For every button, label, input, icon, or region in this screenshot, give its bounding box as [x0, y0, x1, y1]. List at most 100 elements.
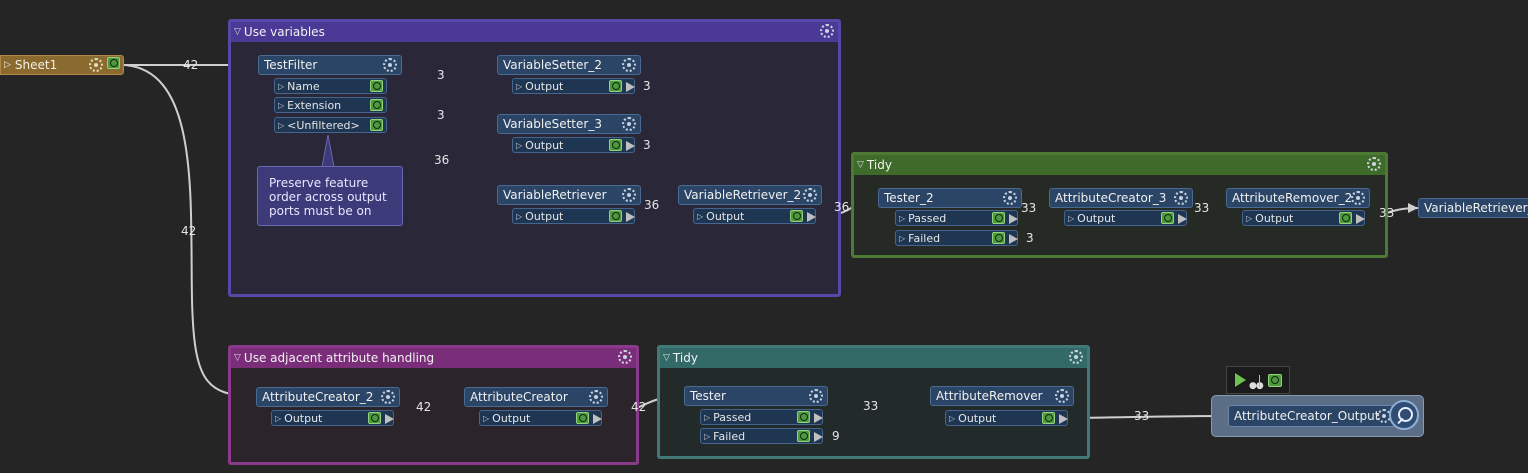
transformer-tester-2[interactable]: Tester_2: [878, 188, 1022, 208]
gear-icon[interactable]: [803, 188, 817, 202]
gear-icon[interactable]: [820, 24, 834, 38]
inspect-icon[interactable]: [1042, 412, 1055, 424]
bookmark-header[interactable]: ▽ Tidy: [854, 155, 1385, 175]
inspect-icon[interactable]: [576, 412, 589, 424]
gear-icon[interactable]: [89, 58, 103, 72]
inspect-icon[interactable]: [609, 210, 622, 222]
transformer-attributeremover-2[interactable]: AttributeRemover_2: [1226, 188, 1370, 208]
output-arrow-icon: [593, 414, 602, 424]
port-passed[interactable]: ▷ Passed: [700, 409, 823, 425]
inspect-icon[interactable]: [1339, 212, 1352, 224]
gear-icon[interactable]: [622, 188, 636, 202]
inspect-icon[interactable]: [370, 99, 383, 111]
port-output[interactable]: ▷ Output: [512, 208, 635, 224]
transformer-attributeremover[interactable]: AttributeRemover: [930, 386, 1074, 406]
run-to-this-icon[interactable]: [1235, 373, 1246, 387]
gear-icon[interactable]: [622, 117, 636, 131]
port-unfiltered[interactable]: ▷ <Unfiltered>: [274, 117, 387, 133]
transformer-attributecreator-output[interactable]: AttributeCreator_Output: [1228, 405, 1396, 427]
collapse-icon[interactable]: ▽: [857, 160, 864, 170]
inspect-icon[interactable]: [1268, 374, 1282, 387]
gear-icon[interactable]: [1174, 191, 1188, 205]
port-failed[interactable]: ▷ Failed: [895, 230, 1018, 246]
gear-icon[interactable]: [589, 390, 603, 404]
gear-icon[interactable]: [1003, 191, 1017, 205]
gear-icon[interactable]: [618, 350, 632, 364]
port-output[interactable]: ▷ Output: [512, 137, 635, 153]
inspect-icon[interactable]: [370, 119, 383, 131]
feature-count: 3: [437, 108, 445, 122]
port-label: Name: [287, 79, 320, 93]
gear-icon[interactable]: [383, 58, 397, 72]
port-extension[interactable]: ▷ Extension: [274, 97, 387, 113]
inspect-icon[interactable]: [1161, 212, 1174, 224]
transformer-variableretriever-2[interactable]: VariableRetriever_2: [678, 185, 822, 205]
feature-count: 42: [416, 400, 432, 414]
expand-icon[interactable]: ▷: [4, 60, 11, 70]
gear-icon[interactable]: [622, 58, 636, 72]
port-label: Failed: [713, 429, 746, 443]
collapse-icon[interactable]: ▽: [234, 27, 241, 37]
magnifier-icon[interactable]: [1389, 400, 1419, 430]
inspect-icon[interactable]: [790, 210, 803, 222]
bookmark-header[interactable]: ▽ Use adjacent attribute handling: [231, 348, 636, 368]
transformer-variablesetter-3[interactable]: VariableSetter_3: [497, 114, 641, 134]
inspect-icon[interactable]: [107, 57, 120, 69]
port-output[interactable]: ▷ Output: [271, 410, 394, 426]
transformer-label: Tester: [690, 389, 726, 403]
port-name[interactable]: ▷ Name: [274, 78, 387, 94]
transformer-label: VariableRetriever_C: [1424, 201, 1528, 215]
port-passed[interactable]: ▷ Passed: [895, 210, 1018, 226]
inspect-icon[interactable]: [992, 232, 1005, 244]
port-output[interactable]: ▷ Output: [512, 78, 635, 94]
transformer-attributecreator-3[interactable]: AttributeCreator_3: [1049, 188, 1193, 208]
annotation-note[interactable]: Preserve feature order across output por…: [257, 166, 403, 226]
collapse-icon[interactable]: ▽: [234, 353, 241, 363]
port-output[interactable]: ▷ Output: [1064, 210, 1187, 226]
bookmark-header[interactable]: ▽ Tidy: [660, 348, 1087, 368]
inspect-icon[interactable]: [992, 212, 1005, 224]
gear-icon[interactable]: [1069, 350, 1083, 364]
inspect-icon[interactable]: [370, 80, 383, 92]
inspect-icon[interactable]: [609, 139, 622, 151]
annotation-pointer: [321, 135, 335, 167]
output-arrow-icon: [1059, 414, 1068, 424]
port-label: Output: [525, 79, 564, 93]
gear-icon[interactable]: [1351, 191, 1365, 205]
port-output[interactable]: ▷ Output: [693, 208, 816, 224]
inspect-icon[interactable]: [368, 412, 381, 424]
run-toolbar[interactable]: ●●: [1226, 366, 1290, 394]
bookmark-header[interactable]: ▽ Use variables: [231, 22, 838, 42]
transformer-testfilter[interactable]: TestFilter: [258, 55, 402, 75]
gear-icon[interactable]: [809, 389, 823, 403]
port-label: Output: [492, 411, 531, 425]
reader-sheet1[interactable]: ▷ Sheet1: [0, 55, 124, 75]
port-output[interactable]: ▷ Output: [479, 410, 602, 426]
transformer-tester[interactable]: Tester: [684, 386, 828, 406]
transformer-variableretriever[interactable]: VariableRetriever: [497, 185, 641, 205]
port-label: <Unfiltered>: [287, 118, 360, 132]
gear-icon[interactable]: [1055, 389, 1069, 403]
toolbar-divider: [1259, 375, 1260, 387]
port-label: Output: [525, 138, 564, 152]
transformer-variablesetter-2[interactable]: VariableSetter_2: [497, 55, 641, 75]
port-output[interactable]: ▷ Output: [945, 410, 1068, 426]
collapse-icon[interactable]: ▽: [663, 353, 670, 363]
gear-icon[interactable]: [1367, 157, 1381, 171]
inspect-icon[interactable]: [609, 80, 622, 92]
gear-icon[interactable]: [381, 390, 395, 404]
port-output[interactable]: ▷ Output: [1242, 210, 1365, 226]
port-label: Output: [706, 209, 745, 223]
port-label: Output: [1255, 211, 1294, 225]
transformer-attributecreator[interactable]: AttributeCreator: [464, 387, 608, 407]
port-failed[interactable]: ▷ Failed: [700, 428, 823, 444]
inspect-icon[interactable]: [797, 411, 810, 423]
output-arrow-icon: [1178, 214, 1187, 224]
port-label: Passed: [908, 211, 947, 225]
inspect-icon[interactable]: [797, 430, 810, 442]
transformer-variableretriever-offscreen[interactable]: VariableRetriever_C: [1418, 198, 1528, 218]
expand-icon: ▷: [516, 140, 523, 150]
transformer-attributecreator-2[interactable]: AttributeCreator_2: [256, 387, 400, 407]
feature-count: 42: [181, 224, 197, 238]
